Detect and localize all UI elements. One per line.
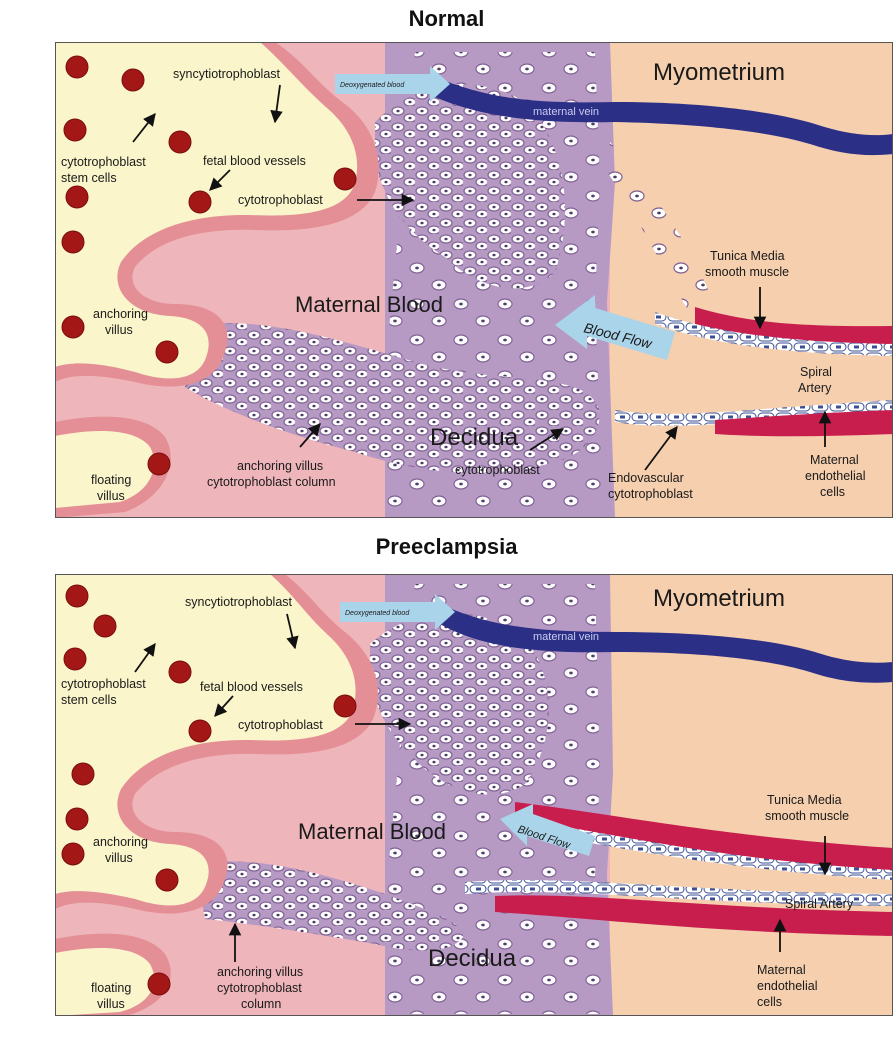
label-cytotrophoblast-stem-1: cytotrophoblast [61, 155, 146, 169]
label-endothelial-1: Maternal [757, 963, 806, 977]
panel-normal: Myometrium Deoxygenated blood maternal v… [55, 42, 893, 518]
label-tunica-2: smooth muscle [765, 809, 849, 823]
label-cytotrophoblast: cytotrophoblast [238, 193, 323, 207]
label-floating-1: floating [91, 473, 131, 487]
label-maternal-vein: maternal vein [533, 631, 599, 643]
label-column-3: column [241, 997, 281, 1011]
label-floating-2: villus [97, 997, 125, 1011]
label-tunica-1: Tunica Media [767, 793, 842, 807]
label-column-1: anchoring villus [217, 965, 303, 979]
label-syncytiotrophoblast: syncytiotrophoblast [173, 67, 281, 81]
label-decidua-cytotrophoblast: cytotrophoblast [455, 463, 540, 477]
label-cytotrophoblast: cytotrophoblast [238, 718, 323, 732]
label-spiral-2: Artery [798, 381, 832, 395]
label-anchoring-1: anchoring [93, 835, 148, 849]
label-maternal-blood: Maternal Blood [295, 292, 443, 317]
label-spiral-artery: Spiral Artery [785, 897, 854, 911]
label-anchoring-2: villus [105, 851, 133, 865]
label-syncytiotrophoblast: syncytiotrophoblast [185, 595, 293, 609]
panel-title-normal: Normal [0, 6, 893, 32]
label-decidua: Decidua [430, 424, 519, 451]
label-myometrium: Myometrium [653, 59, 785, 86]
label-column-1: anchoring villus [237, 459, 323, 473]
label-maternal-blood: Maternal Blood [298, 819, 446, 844]
label-fetal-blood-vessels: fetal blood vessels [203, 154, 306, 168]
label-endovascular-1: Endovascular [608, 471, 684, 485]
label-endothelial-3: cells [820, 485, 845, 499]
label-endothelial-2: endothelial [805, 469, 865, 483]
label-maternal-vein: maternal vein [533, 106, 599, 118]
label-spiral-1: Spiral [800, 365, 832, 379]
label-cytotrophoblast-stem-2: stem cells [61, 693, 117, 707]
label-floating-2: villus [97, 489, 125, 503]
label-cytotrophoblast-stem-1: cytotrophoblast [61, 677, 146, 691]
label-cytotrophoblast-stem-2: stem cells [61, 171, 117, 185]
panel-title-preeclampsia: Preeclampsia [0, 534, 893, 560]
label-endothelial-1: Maternal [810, 453, 859, 467]
panel-preeclampsia: Myometrium Deoxygenated blood maternal v… [55, 574, 893, 1016]
label-endothelial-2: endothelial [757, 979, 817, 993]
label-deoxygenated: Deoxygenated blood [340, 82, 405, 89]
label-endothelial-3: cells [757, 995, 782, 1009]
label-fetal-blood-vessels: fetal blood vessels [200, 680, 303, 694]
label-decidua: Decidua [428, 945, 517, 972]
label-tunica-1: Tunica Media [710, 249, 785, 263]
label-column-2: cytotrophoblast column [207, 475, 336, 489]
label-deoxygenated: Deoxygenated blood [345, 610, 410, 617]
label-anchoring-1: anchoring [93, 307, 148, 321]
label-floating-1: floating [91, 981, 131, 995]
label-anchoring-2: villus [105, 323, 133, 337]
label-endovascular-2: cytotrophoblast [608, 487, 693, 501]
label-tunica-2: smooth muscle [705, 265, 789, 279]
label-column-2: cytotrophoblast [217, 981, 302, 995]
label-myometrium: Myometrium [653, 585, 785, 612]
